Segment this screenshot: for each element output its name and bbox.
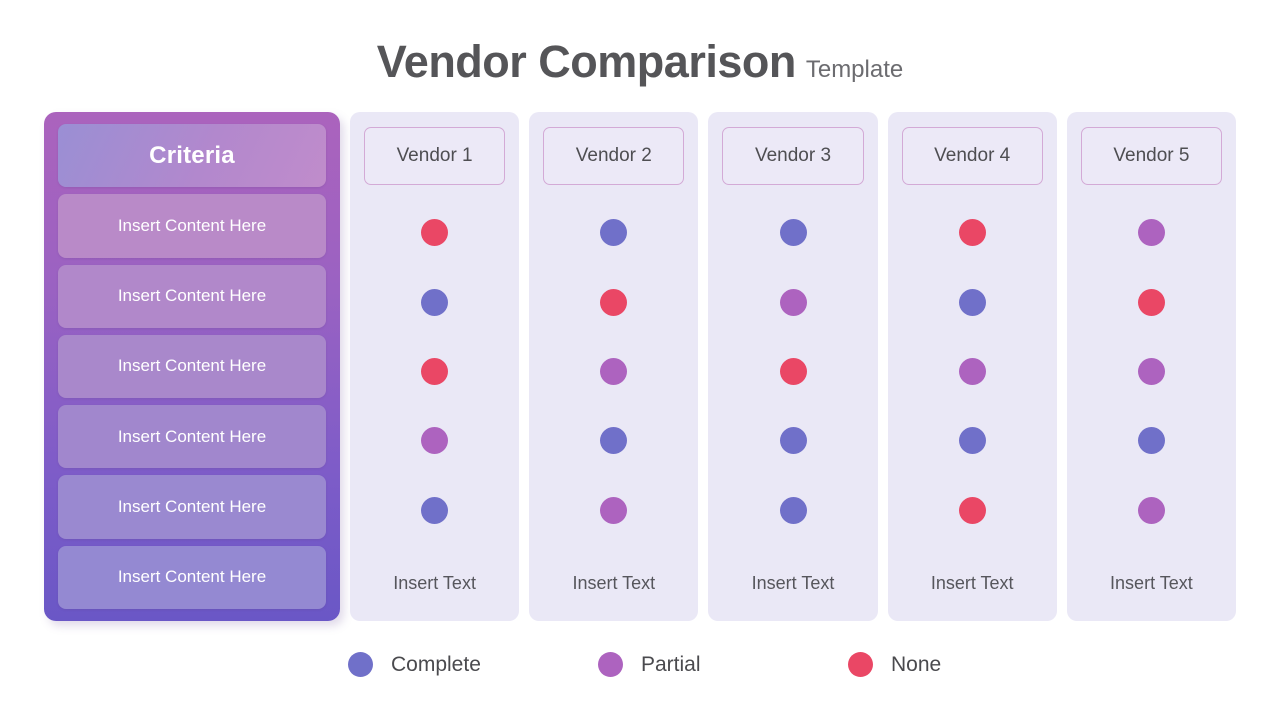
rating-dot-icon [421, 358, 449, 386]
vendor-columns: Vendor 1 Insert Text Vendor 2 Insert Tex… [350, 112, 1237, 621]
rating-dot-icon [958, 427, 986, 455]
rating-cell[interactable] [902, 337, 1043, 406]
title-main: Vendor Comparison [376, 36, 797, 87]
title-subtitle: Template [805, 56, 904, 83]
criteria-row[interactable]: Insert Content Here [58, 475, 326, 539]
vendor-footer-text[interactable]: Insert Text [930, 572, 1014, 593]
rating-dot-icon [1137, 288, 1165, 316]
vendor-ratings [1081, 185, 1222, 545]
legend-item-complete: Complete [348, 652, 598, 677]
criteria-row[interactable]: Insert Content Here [58, 405, 326, 469]
legend-item-none: None [848, 652, 941, 677]
rating-dot-icon [421, 427, 449, 455]
vendor-header[interactable]: Vendor 1 [364, 127, 506, 185]
vendor-footer-text[interactable]: Insert Text [751, 572, 835, 593]
rating-dot-icon [600, 427, 628, 455]
vendor-column: Vendor 1 Insert Text [350, 112, 520, 621]
rating-dot-icon [779, 288, 807, 316]
criteria-row[interactable]: Insert Content Here [58, 334, 326, 399]
rating-cell[interactable] [364, 267, 505, 336]
rating-dot-icon [779, 219, 807, 247]
rating-dot-icon [958, 496, 986, 524]
vendor-ratings [543, 185, 684, 545]
rating-dot-icon [958, 288, 986, 316]
rating-cell[interactable] [722, 476, 863, 545]
rating-dot-icon [600, 496, 628, 524]
rating-cell[interactable] [902, 198, 1043, 267]
rating-cell[interactable] [364, 337, 505, 406]
criteria-row[interactable]: Insert Content Here [58, 545, 326, 609]
rating-cell[interactable] [722, 198, 863, 267]
rating-dot-icon [421, 288, 449, 316]
rating-cell[interactable] [902, 476, 1043, 545]
vendor-ratings [902, 185, 1043, 545]
rating-cell[interactable] [722, 337, 863, 406]
criteria-header: Criteria [58, 124, 326, 188]
criteria-panel: Criteria Insert Content Here Insert Cont… [44, 112, 340, 621]
rating-cell[interactable] [1081, 267, 1222, 336]
legend-dot-complete-icon [348, 652, 373, 677]
rating-cell[interactable] [1081, 337, 1222, 406]
criteria-row[interactable]: Insert Content Here [58, 194, 326, 258]
rating-dot-icon [958, 219, 986, 247]
rating-dot-icon [1137, 427, 1165, 455]
vendor-column: Vendor 5 Insert Text [1066, 112, 1237, 621]
vendor-header[interactable]: Vendor 4 [901, 127, 1043, 185]
vendor-ratings [722, 185, 863, 545]
legend-label: None [891, 652, 942, 676]
rating-cell[interactable] [902, 267, 1043, 336]
rating-cell[interactable] [364, 406, 505, 475]
rating-cell[interactable] [364, 198, 505, 267]
rating-cell[interactable] [902, 406, 1043, 475]
rating-dot-icon [421, 496, 449, 524]
legend-item-partial: Partial [598, 652, 848, 677]
legend-label: Complete [391, 652, 481, 676]
vendor-column: Vendor 2 Insert Text [529, 112, 699, 621]
rating-cell[interactable] [1081, 476, 1222, 545]
rating-cell[interactable] [722, 267, 863, 336]
vendor-ratings [364, 185, 505, 545]
rating-cell[interactable] [1081, 198, 1222, 267]
legend-dot-partial-icon [598, 652, 623, 677]
vendor-footer-text[interactable]: Insert Text [572, 572, 656, 593]
rating-dot-icon [958, 358, 986, 386]
vendor-header[interactable]: Vendor 5 [1080, 127, 1223, 185]
vendor-footer-text[interactable]: Insert Text [1110, 572, 1193, 593]
rating-dot-icon [1137, 219, 1165, 247]
rating-dot-icon [779, 358, 807, 386]
rating-cell[interactable] [1081, 406, 1222, 475]
vendor-footer-text[interactable]: Insert Text [393, 572, 476, 593]
rating-dot-icon [421, 219, 449, 247]
rating-dot-icon [1137, 496, 1165, 524]
legend-label: Partial [641, 652, 701, 676]
rating-dot-icon [600, 358, 628, 386]
rating-dot-icon [779, 427, 807, 455]
criteria-row[interactable]: Insert Content Here [58, 264, 326, 328]
page-title: Vendor Comparison Template [0, 36, 1280, 88]
rating-cell[interactable] [543, 337, 684, 406]
legend-items: Complete Partial None [330, 652, 950, 677]
vendor-column: Vendor 3 Insert Text [708, 112, 878, 621]
rating-cell[interactable] [543, 198, 684, 267]
legend-dot-none-icon [848, 652, 873, 677]
vendor-column: Vendor 4 Insert Text [887, 112, 1057, 621]
rating-cell[interactable] [722, 406, 863, 475]
rating-cell[interactable] [543, 267, 684, 336]
rating-dot-icon [779, 496, 807, 524]
rating-cell[interactable] [543, 476, 684, 545]
rating-dot-icon [600, 288, 628, 316]
rating-cell[interactable] [543, 406, 684, 475]
rating-cell[interactable] [364, 476, 505, 545]
rating-dot-icon [1137, 358, 1165, 386]
vendor-header[interactable]: Vendor 3 [722, 127, 864, 185]
vendor-header[interactable]: Vendor 2 [543, 127, 685, 185]
rating-dot-icon [600, 219, 628, 247]
legend: Complete Partial None [0, 652, 1280, 677]
